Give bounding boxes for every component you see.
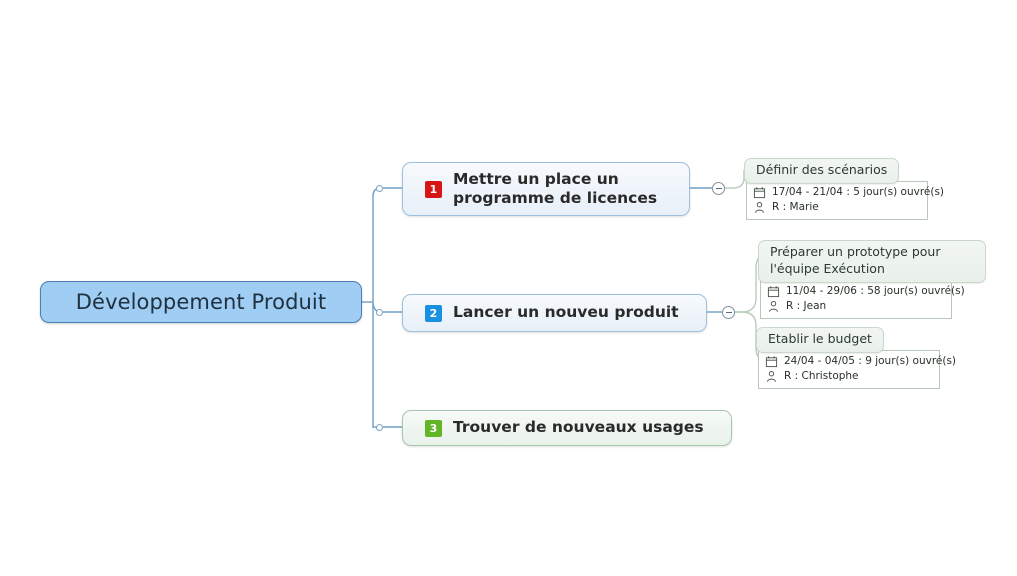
connector-dot-branch-1 bbox=[376, 185, 383, 192]
subnode-1-resource-row: R : Marie bbox=[753, 200, 920, 215]
calendar-icon bbox=[753, 187, 766, 199]
subnode-definir-des-scenarios[interactable]: Définir des scénarios 17/04 - 21/04 : 5 … bbox=[744, 158, 944, 221]
subnode-3-details: 24/04 - 04/05 : 9 jour(s) ouvré(s) R : C… bbox=[758, 349, 956, 390]
minus-icon bbox=[725, 312, 732, 313]
branch-node-3[interactable]: 3 Trouver de nouveaux usages bbox=[402, 410, 732, 446]
calendar-icon bbox=[765, 356, 778, 368]
branch-2-label: Lancer un nouveu produit bbox=[453, 303, 679, 322]
subnode-etablir-le-budget[interactable]: Etablir le budget 24/04 - 04/05 : 9 jour… bbox=[756, 327, 956, 390]
subnode-3-resource: R : Christophe bbox=[784, 370, 859, 383]
minus-icon bbox=[715, 188, 722, 189]
branch-3-label: Trouver de nouveaux usages bbox=[453, 418, 704, 437]
branch-2-number-badge: 2 bbox=[425, 304, 442, 322]
person-icon bbox=[769, 301, 778, 312]
connector-dot-branch-3 bbox=[376, 424, 383, 431]
root-node-label: Développement Produit bbox=[75, 290, 327, 314]
branch-1-label-line1: Mettre un place un bbox=[453, 169, 619, 188]
branch-1-number-badge: 1 bbox=[425, 180, 442, 198]
subnode-2-date-row: 11/04 - 29/06 : 58 jour(s) ouvré(s) bbox=[767, 284, 965, 299]
branch-3-number-badge: 3 bbox=[425, 419, 442, 437]
subnode-2-resource-row: R : Jean bbox=[767, 299, 944, 314]
branch-1-label-line2: programme de licences bbox=[453, 189, 658, 207]
subnode-3-date-row: 24/04 - 04/05 : 9 jour(s) ouvré(s) bbox=[765, 354, 956, 369]
branch-node-2[interactable]: 2 Lancer un nouveu produit bbox=[402, 294, 707, 332]
subnode-3-title: Etablir le budget bbox=[756, 327, 884, 353]
calendar-icon bbox=[767, 286, 780, 297]
subnode-preparer-un-prototype[interactable]: Préparer un prototype pour l'équipe Exéc… bbox=[758, 240, 986, 320]
subnode-1-dates: 17/04 - 21/04 : 5 jour(s) ouvré(s) bbox=[772, 185, 945, 198]
subnode-2-details: 11/04 - 29/06 : 58 jour(s) ouvré(s) R : … bbox=[760, 279, 965, 320]
subnode-1-date-row: 17/04 - 21/04 : 5 jour(s) ouvré(s) bbox=[753, 185, 944, 200]
subnode-1-details: 17/04 - 21/04 : 5 jour(s) ouvré(s) R : M… bbox=[746, 180, 944, 221]
subnode-1-title: Définir des scénarios bbox=[744, 158, 900, 184]
collapse-toggle-branch-1[interactable] bbox=[712, 182, 725, 195]
connector-dot-branch-2 bbox=[376, 309, 383, 316]
subnode-2-dates: 11/04 - 29/06 : 58 jour(s) ouvré(s) bbox=[786, 284, 965, 297]
person-icon bbox=[767, 371, 776, 383]
collapse-toggle-branch-2[interactable] bbox=[722, 306, 735, 319]
subnode-1-resource: R : Marie bbox=[772, 201, 819, 214]
subnode-2-title: Préparer un prototype pour l'équipe Exéc… bbox=[758, 240, 986, 283]
subnode-2-resource: R : Jean bbox=[786, 299, 827, 312]
subnode-3-resource-row: R : Christophe bbox=[765, 369, 932, 384]
subnode-3-dates: 24/04 - 04/05 : 9 jour(s) ouvré(s) bbox=[784, 354, 957, 367]
root-node[interactable]: Développement Produit bbox=[40, 281, 362, 323]
person-icon bbox=[755, 202, 764, 214]
